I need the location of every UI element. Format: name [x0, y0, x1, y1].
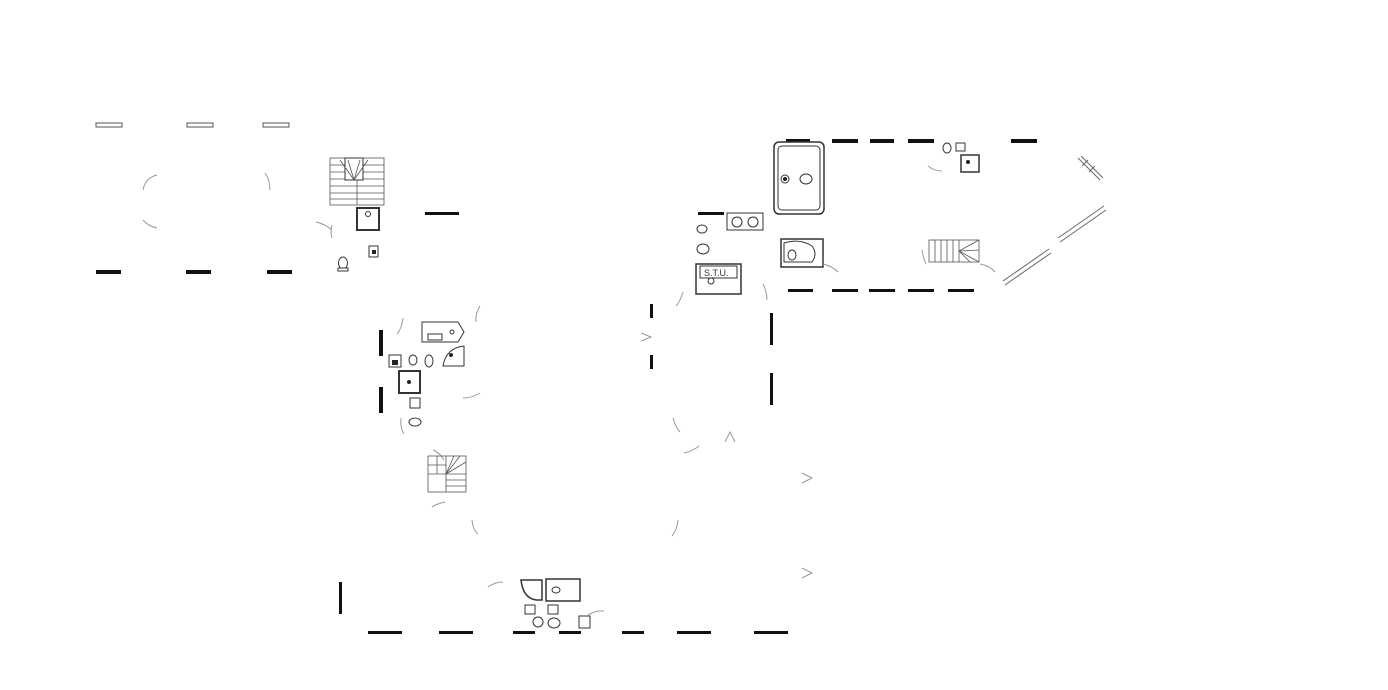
left-wing	[95, 122, 459, 274]
window-icon	[1077, 155, 1104, 181]
door-swing-icon	[432, 449, 445, 461]
shower-icon	[398, 370, 421, 394]
door-swing-icon	[330, 224, 333, 239]
pool-icon	[773, 141, 825, 215]
window-icon	[677, 631, 711, 634]
door-swing-icon	[142, 219, 158, 229]
bottom-wing	[339, 519, 788, 634]
window-icon	[869, 289, 895, 292]
door-swing-icon	[822, 263, 839, 273]
window-icon	[186, 270, 211, 274]
window-icon	[832, 289, 858, 292]
door-swing-icon	[801, 567, 814, 579]
toilet-icon	[424, 354, 434, 368]
window-icon	[368, 631, 402, 634]
sink-icon	[547, 604, 559, 615]
window-icon	[622, 631, 644, 634]
window-icon	[559, 631, 581, 634]
door-swing-icon	[431, 501, 446, 508]
sink-icon	[578, 615, 591, 629]
door-swing-icon	[142, 174, 158, 191]
window-icon	[698, 212, 724, 215]
window-icon	[425, 212, 459, 215]
window-icon	[379, 330, 383, 356]
window-icon	[186, 122, 214, 128]
bathtub-icon	[545, 578, 581, 602]
window-icon	[770, 373, 773, 405]
window-icon	[1002, 248, 1052, 286]
door-swing-icon	[979, 263, 996, 273]
door-swing-icon	[683, 445, 700, 454]
toilet-icon	[408, 354, 418, 366]
door-swing-icon	[475, 305, 481, 323]
window-icon	[96, 270, 121, 274]
door-swing-icon	[587, 610, 605, 616]
stair-icon	[928, 239, 980, 263]
door-swing-icon	[671, 519, 679, 537]
central-bath-cluster	[379, 305, 481, 535]
window-icon	[832, 139, 858, 143]
window-icon	[650, 355, 653, 369]
toilet-icon	[696, 224, 708, 234]
door-swing-icon	[315, 221, 333, 231]
window-icon	[870, 139, 894, 143]
door-swing-icon	[487, 581, 504, 588]
door-swing-icon	[462, 392, 481, 399]
door-swing-icon	[927, 165, 943, 172]
door-swing-icon	[675, 291, 684, 307]
window-icon	[908, 289, 934, 292]
window-icon	[379, 387, 383, 413]
window-icon	[262, 122, 290, 128]
middle-corridor	[640, 283, 814, 579]
sink-icon	[409, 397, 421, 409]
right-wing: S.T.U.	[695, 139, 1107, 295]
toilet-icon	[337, 256, 349, 272]
shower-icon	[520, 579, 543, 601]
window-icon	[95, 122, 123, 128]
door-swing-icon	[921, 249, 927, 265]
door-swing-icon	[471, 519, 479, 535]
toilet-icon	[942, 142, 952, 154]
sink-icon	[955, 142, 966, 152]
window-icon	[650, 304, 653, 318]
door-swing-icon	[396, 317, 404, 335]
window-icon	[948, 289, 974, 292]
sink-icon	[524, 604, 536, 615]
window-icon	[786, 139, 810, 143]
sink-icon	[726, 212, 764, 231]
door-swing-icon	[672, 417, 681, 433]
toilet-icon	[547, 617, 561, 629]
stair-icon	[329, 157, 385, 206]
shower-icon	[442, 345, 465, 367]
door-swing-icon	[724, 430, 736, 443]
bathtub-icon	[421, 321, 465, 343]
toilet-icon	[532, 616, 544, 628]
window-icon	[439, 631, 473, 634]
door-swing-icon	[264, 172, 271, 191]
window-icon	[1057, 205, 1107, 243]
shower-icon	[960, 154, 980, 173]
door-swing-icon	[801, 472, 814, 484]
window-icon	[908, 139, 934, 143]
toilet-icon	[408, 417, 422, 427]
sink-icon	[368, 245, 379, 258]
window-icon	[267, 270, 292, 274]
shower-icon	[780, 238, 824, 268]
window-icon	[1011, 139, 1037, 143]
window-icon	[788, 289, 813, 292]
stair-icon	[427, 455, 467, 493]
window-icon	[513, 631, 535, 634]
door-swing-icon	[400, 417, 405, 435]
window-icon	[339, 582, 342, 614]
door-swing-icon	[762, 283, 768, 301]
bathtub-icon: S.T.U.	[695, 263, 742, 295]
window-icon	[754, 631, 788, 634]
toilet-icon	[696, 243, 710, 255]
svg-text:S.T.U.: S.T.U.	[704, 268, 729, 278]
shower-icon	[356, 207, 380, 231]
door-swing-icon	[640, 332, 653, 342]
window-icon	[770, 313, 773, 345]
